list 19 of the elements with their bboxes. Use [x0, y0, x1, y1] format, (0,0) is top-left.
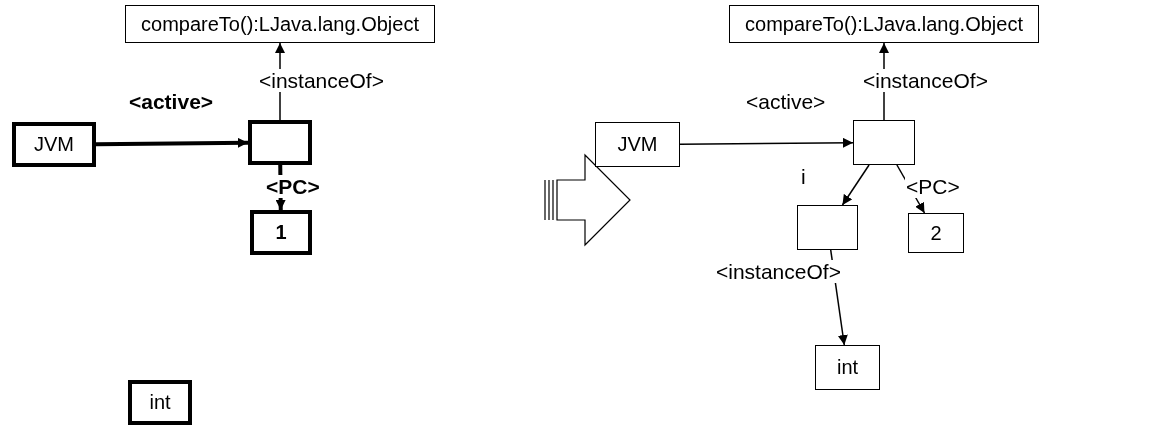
edge-label: <instanceOf> [862, 69, 989, 92]
class-box: compareTo():LJava.lang.Object [729, 5, 1039, 43]
edge-label: <PC> [265, 175, 321, 198]
object-box [248, 120, 312, 165]
edge-label: <PC> [905, 175, 961, 198]
class-box: JVM [595, 122, 680, 167]
class-box: int [128, 380, 192, 425]
arrow [95, 137, 249, 148]
arrow [679, 137, 854, 148]
object-box [853, 120, 915, 165]
class-box: compareTo():LJava.lang.Object [125, 5, 435, 43]
arrow [841, 164, 870, 206]
class-box: 1 [250, 210, 312, 255]
class-box: JVM [12, 122, 96, 167]
edge-label: <instanceOf> [258, 69, 385, 92]
edge-label: <instanceOf> [715, 260, 842, 283]
class-box: int [815, 345, 880, 390]
class-box: 2 [908, 213, 964, 253]
object-box [797, 205, 858, 250]
